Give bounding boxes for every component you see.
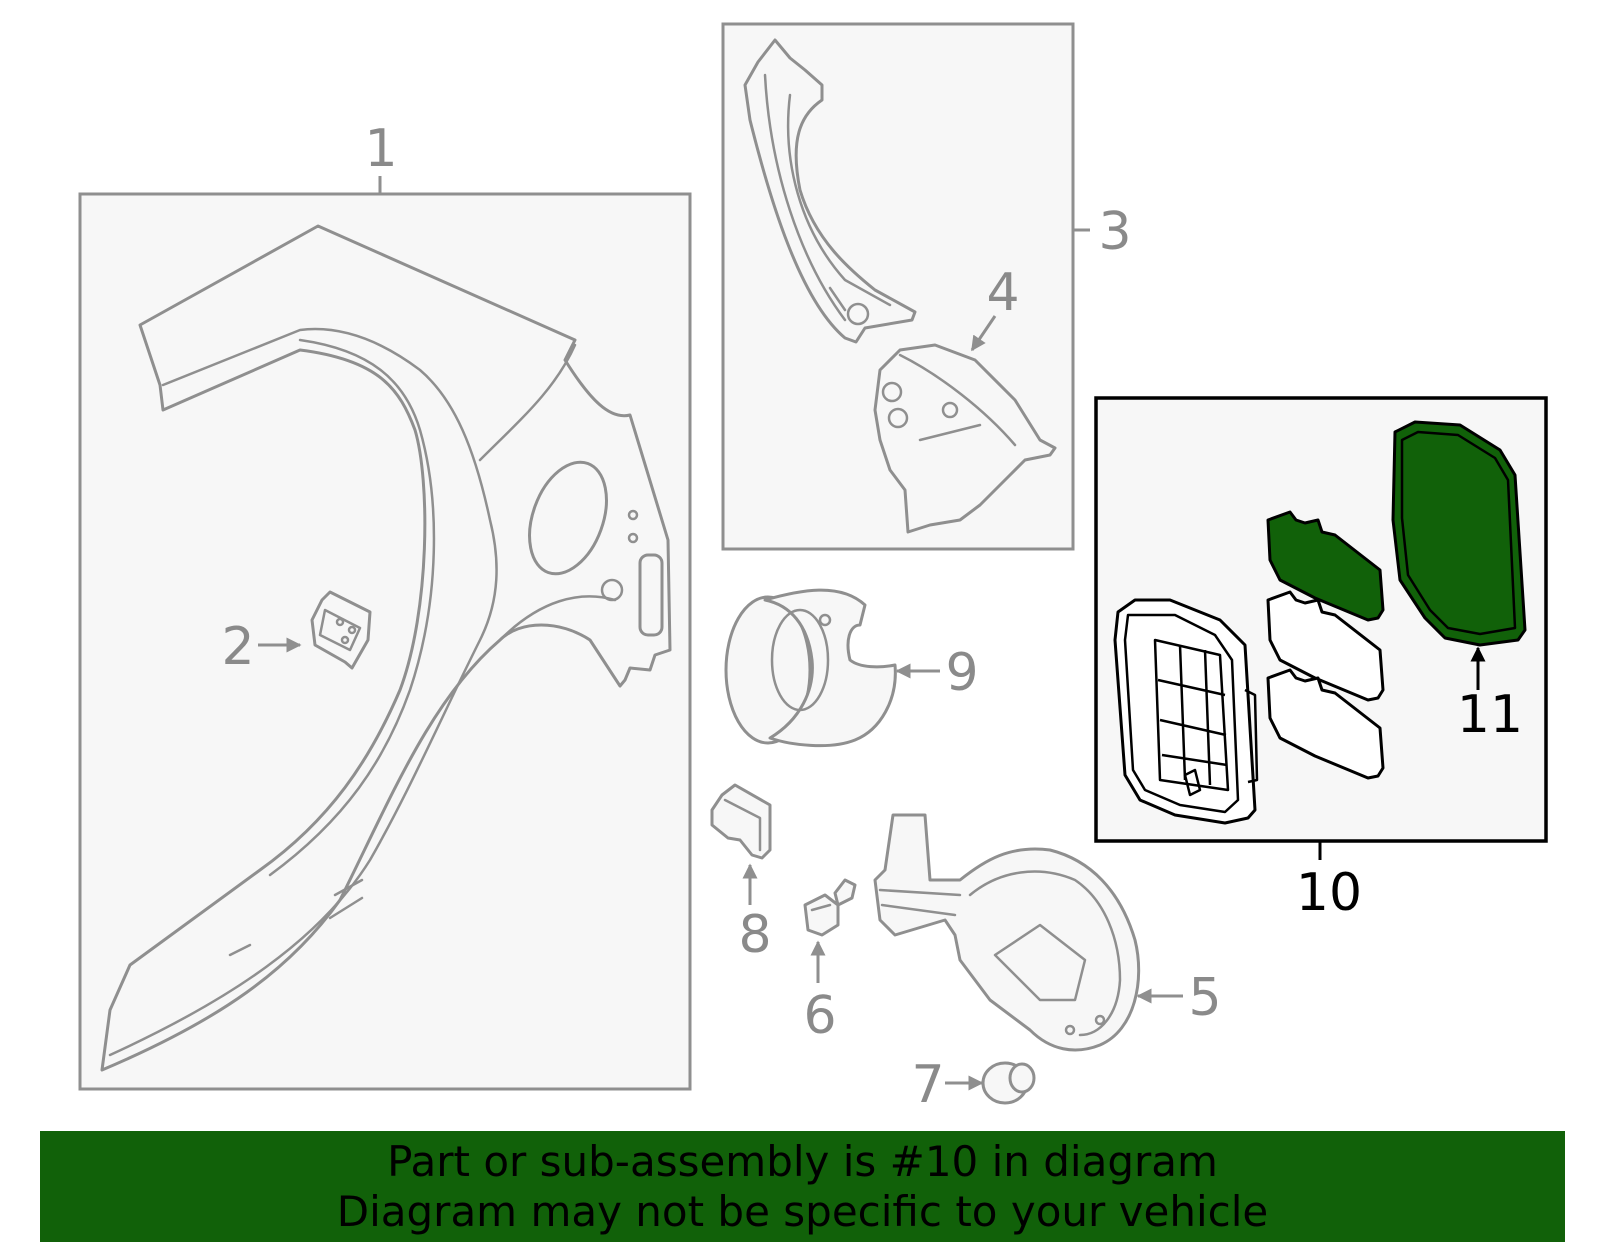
callout-2: 2 [221,617,254,677]
callout-10: 10 [1296,863,1362,923]
callout-9: 9 [945,643,978,703]
callout-4: 4 [986,263,1019,323]
callout-5: 5 [1188,968,1221,1028]
part-7-button[interactable] [945,1061,1036,1105]
callout-8: 8 [738,905,771,965]
banner-background [40,1131,1565,1242]
callout-7: 7 [911,1055,944,1115]
callout-6: 6 [803,986,836,1046]
part-2-bracket[interactable] [258,590,372,670]
part-5-fuel-door[interactable] [873,813,1183,1052]
part-9-fuel-housing[interactable] [724,588,940,748]
callout-11: 11 [1457,685,1523,745]
part-1-quarter-panel[interactable] [78,176,692,1091]
info-banner: Part or sub-assembly is #10 in diagram D… [40,1131,1565,1242]
banner-line-1: Part or sub-assembly is #10 in diagram [387,1136,1218,1186]
highlighted-gasket [1391,420,1527,647]
callout-3: 3 [1098,202,1131,262]
highlighted-cover-piece [1266,510,1385,622]
callout-1: 1 [364,119,397,179]
part-11-cover-highlight[interactable] [1266,420,1527,690]
part-4-bracket[interactable] [873,315,1057,534]
part-6-bolt[interactable] [803,878,857,983]
banner-line-2: Diagram may not be specific to your vehi… [336,1186,1269,1236]
part-8-clip[interactable] [710,783,772,905]
